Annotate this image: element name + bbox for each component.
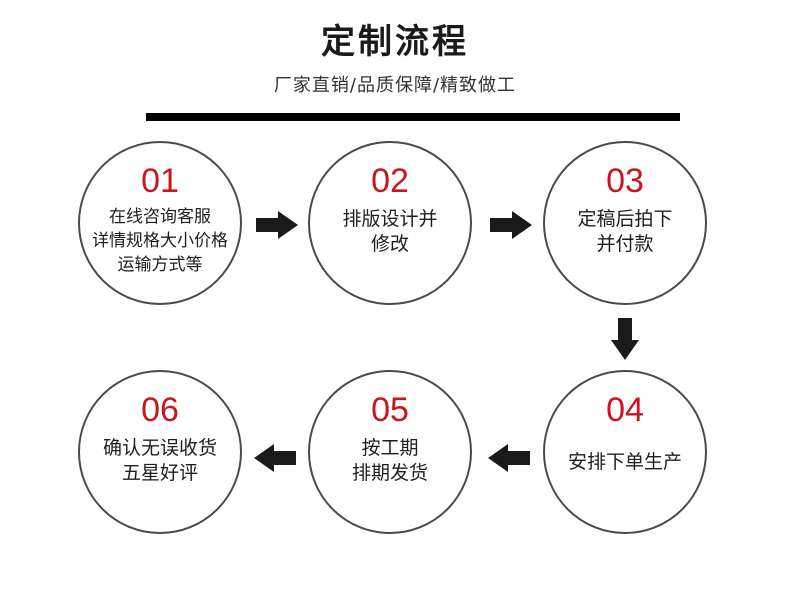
step-06: 06 确认无误收货 五星好评	[78, 370, 242, 534]
step-description: 在线咨询客服 详情规格大小价格 运输方式等	[92, 207, 228, 275]
page-title: 定制流程	[321, 22, 469, 62]
down-arrow-icon	[611, 318, 639, 360]
step-description: 安排下单生产	[567, 451, 682, 473]
page-subtitle: 厂家直销/品质保障/精致做工	[273, 75, 517, 96]
step-03: 03 定稿后拍下 并付款	[543, 141, 707, 305]
right-arrow-icon	[490, 211, 532, 239]
step-number: 03	[606, 162, 644, 200]
step-description: 排版设计并 修改	[342, 208, 438, 255]
step-description: 定稿后拍下 并付款	[577, 208, 673, 255]
step-04: 04 安排下单生产	[543, 370, 707, 534]
step-05: 05 按工期 排期发货	[308, 370, 472, 534]
step-number: 02	[371, 162, 409, 200]
right-arrow-icon	[256, 211, 298, 239]
step-02: 02 排版设计并 修改	[308, 141, 472, 305]
step-01: 01 在线咨询客服 详情规格大小价格 运输方式等	[78, 141, 242, 305]
step-number: 04	[606, 391, 644, 429]
title-divider	[146, 113, 680, 121]
step-number: 05	[371, 391, 409, 429]
step-description: 确认无误收货 五星好评	[102, 437, 217, 484]
step-number: 01	[141, 162, 179, 200]
left-arrow-icon	[488, 444, 530, 472]
step-number: 06	[141, 391, 179, 429]
step-description: 按工期 排期发货	[351, 437, 428, 484]
left-arrow-icon	[254, 444, 296, 472]
